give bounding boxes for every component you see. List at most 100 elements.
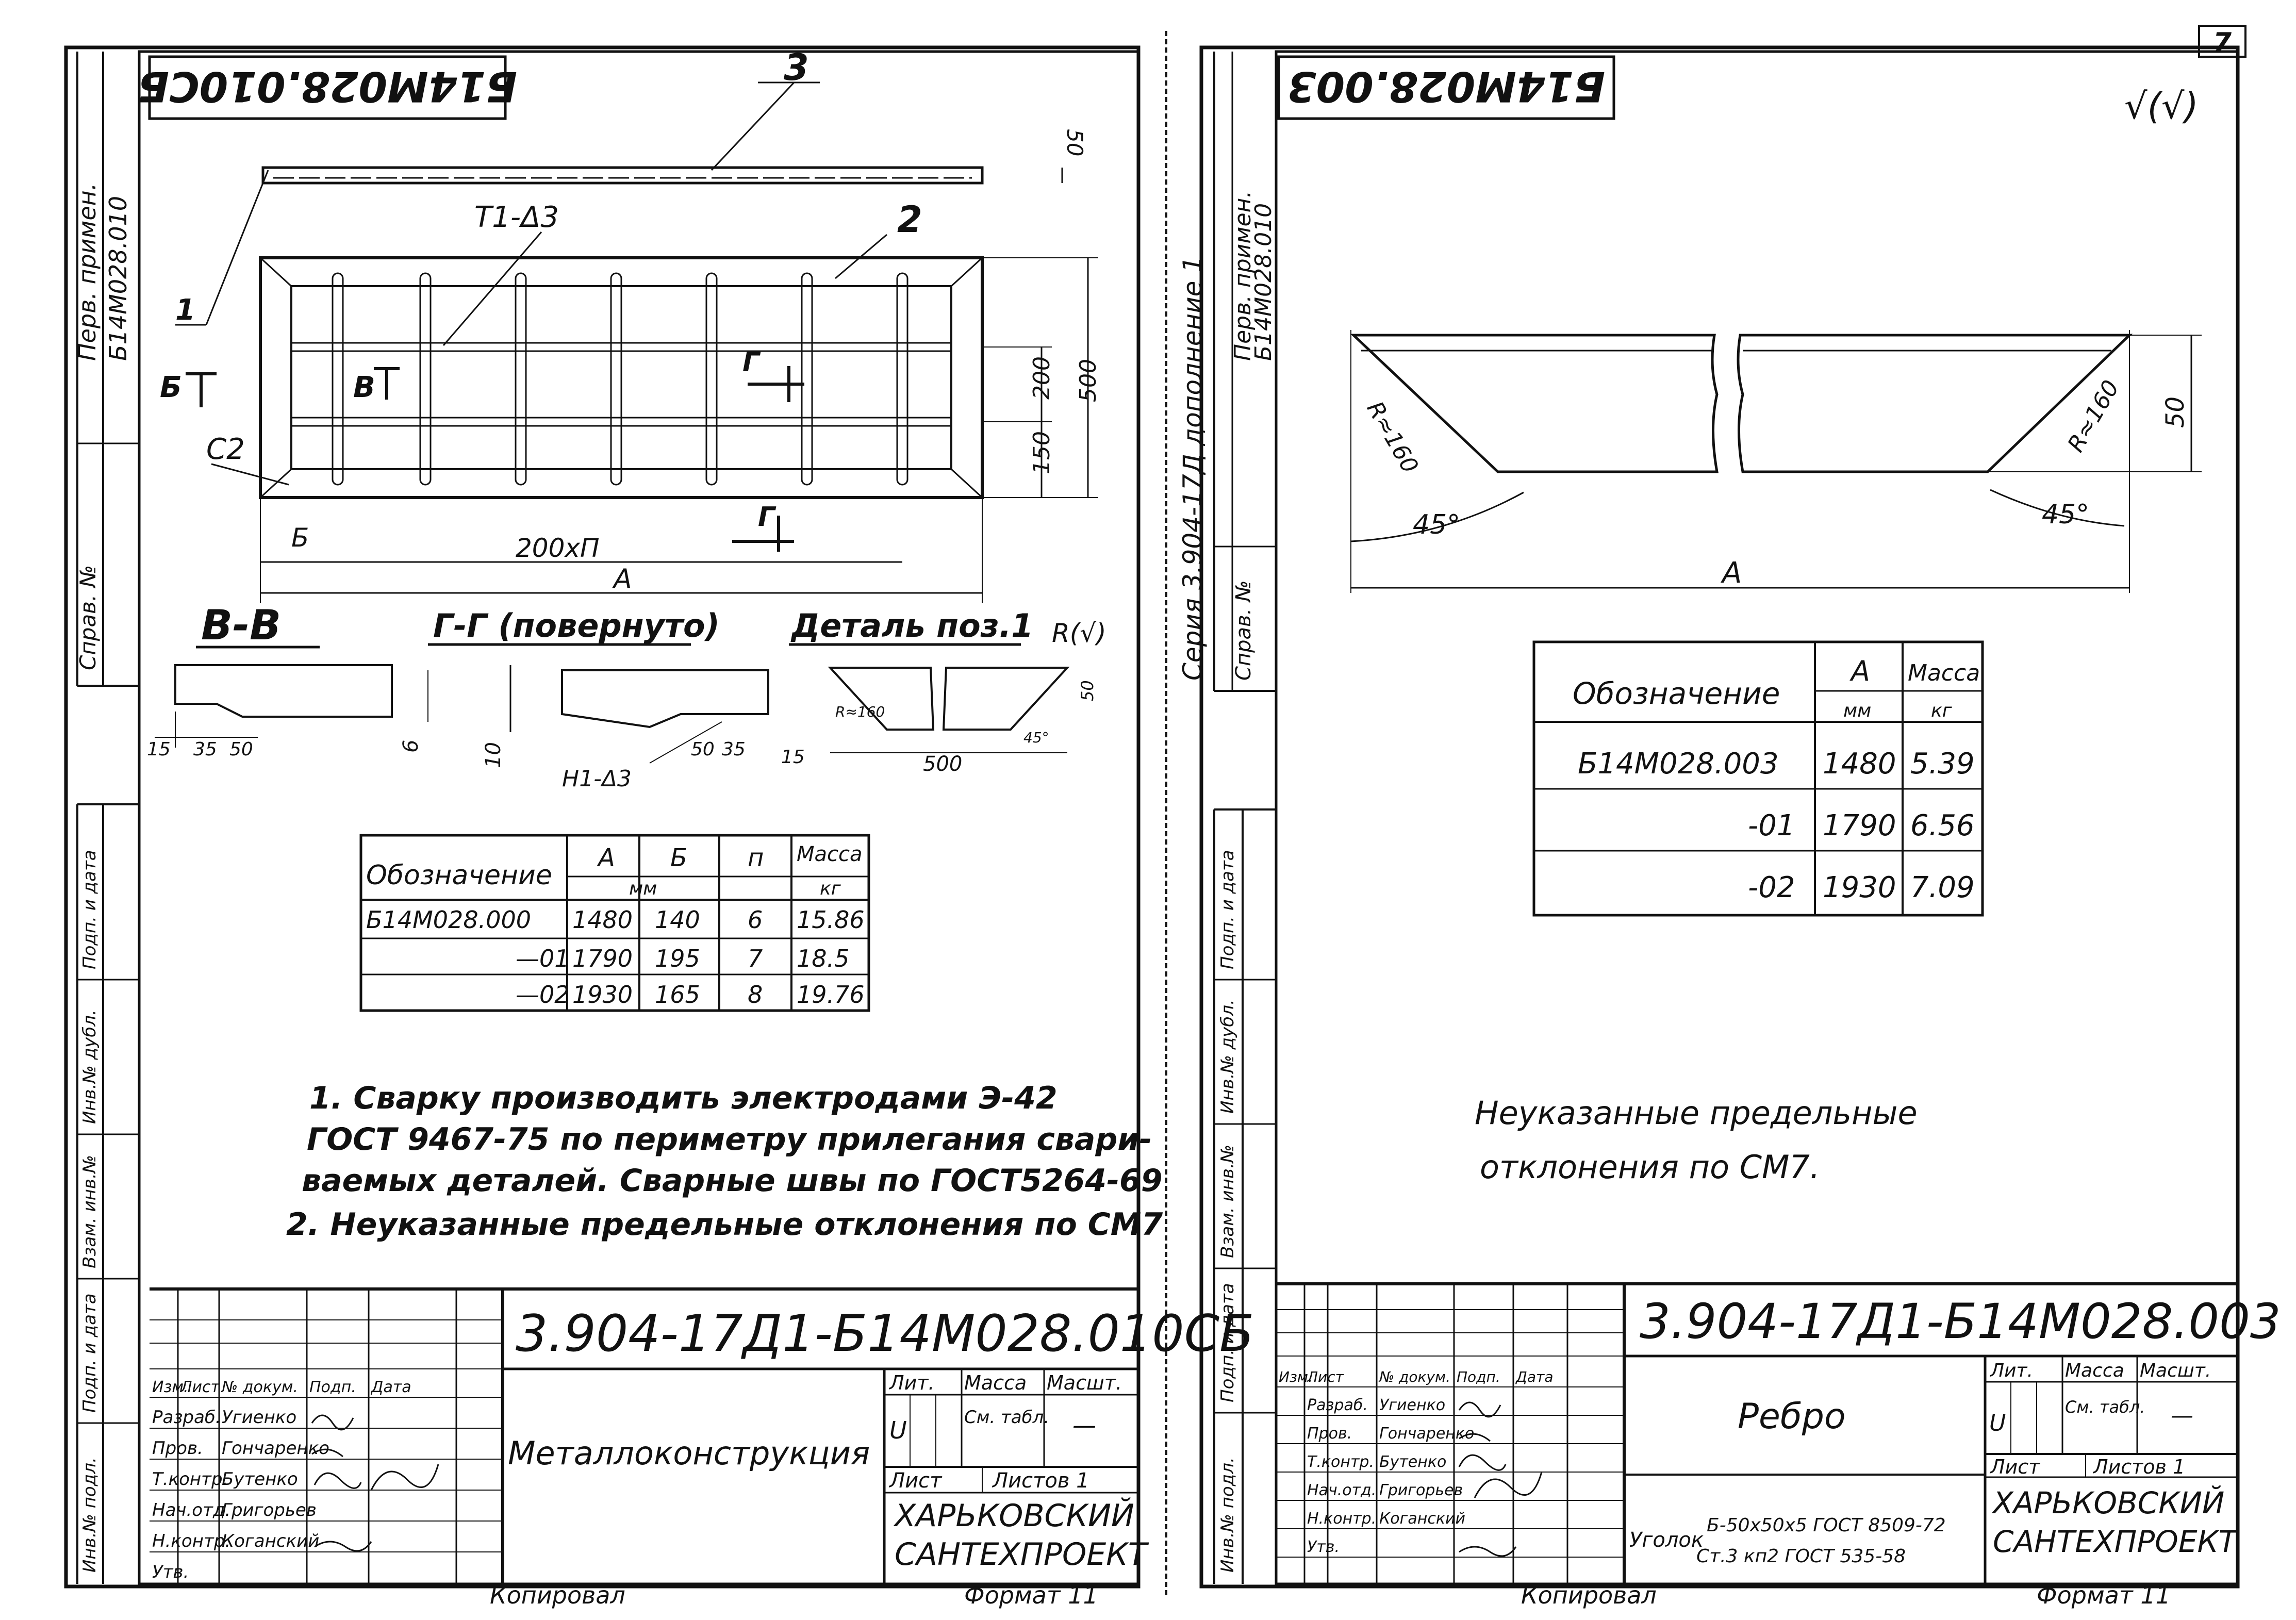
left-tb-role: Утв. [152, 1562, 189, 1582]
left-tb-person: Григорьев [222, 1500, 317, 1520]
rib-dim-50: 50 [2161, 396, 2190, 428]
left-sidebar-inv-orig: Инв.№ подл. [79, 1457, 100, 1573]
right-table-cell: 1790 [1823, 809, 1896, 842]
dim-200: 200 [1029, 356, 1055, 400]
left-table-cell: 1480 [572, 906, 633, 934]
left-note-line: 2. Неуказанные предельные отклонения по … [286, 1206, 1163, 1243]
right-table-cell: 5.39 [1910, 747, 1975, 781]
detail-dim-500: 500 [923, 752, 962, 776]
left-table-cell: 1930 [572, 981, 633, 1009]
right-format: Формат 11 [2037, 1581, 2171, 1609]
left-table-cell: 1790 [572, 945, 633, 972]
right-table-header-mass: Масса [1908, 660, 1980, 686]
left-table-cell: 165 [655, 981, 700, 1009]
right-tb-role: Н.контр. [1307, 1510, 1376, 1528]
right-note-line-1: Неуказанные предельные [1475, 1094, 1918, 1132]
left-table-header-a: А [597, 844, 615, 872]
left-copied: Копировал [490, 1581, 625, 1609]
right-series-label: Серия 3.904-17Д дополнение 1 [1178, 256, 1208, 681]
left-table-cell: —01 [516, 945, 570, 972]
left-sidebar-first-use: Перв. примен. [73, 183, 101, 361]
left-side-view: 3 50 [261, 46, 1087, 185]
left-tb-role: Т.контр. [152, 1469, 228, 1490]
right-tb-name: Ребро [1738, 1396, 1846, 1437]
right-table-cell: -02 [1748, 871, 1795, 904]
right-tb-col-header: Изм. [1279, 1368, 1313, 1385]
left-sidebar-first-use-code: Б14М028.010 [104, 196, 132, 361]
right-sidebar-first-use-code: Б14М028.010 [1250, 203, 1277, 361]
right-tb-role: Пров. [1307, 1425, 1352, 1443]
section-mark-v: В [353, 371, 375, 404]
right-signatures [1458, 1401, 1543, 1557]
right-sidebar-sign-date: Подп. и дата [1217, 1283, 1238, 1402]
left-sidebar-replace-inv: Взам. инв.№ [79, 1155, 100, 1268]
callout-3: 3 [784, 46, 809, 89]
right-sidebar-sign-date-2: Подп. и дата [1217, 850, 1238, 969]
rib-drawing: R≈160 R≈160 45° 45° 50 А [1350, 330, 2202, 593]
left-table-header-n: п [748, 844, 764, 872]
right-sidebar-replace-inv: Взам. инв.№ [1217, 1145, 1238, 1258]
gg-dim-10: 10 [482, 742, 505, 768]
rib-dim-r160-right: R≈160 [2062, 376, 2124, 457]
left-table-cell: 18.5 [797, 945, 849, 972]
right-tb-role: Разраб. [1307, 1396, 1368, 1414]
right-table-cell: Б14М028.003 [1578, 747, 1779, 781]
dim-50-top: 50 [1062, 129, 1087, 156]
right-sheet-inner-frame [1275, 50, 2239, 1585]
right-tb-material-2: Ст.3 кп2 ГОСТ 535-58 [1696, 1546, 1906, 1567]
right-sidebar-inv-orig: Инв.№ подл. [1217, 1457, 1238, 1573]
left-tb-col-header: № докум. [221, 1378, 298, 1396]
right-sidebar-ref: Справ. № [1232, 580, 1256, 681]
right-tb-person: Гончаренко [1379, 1425, 1474, 1443]
vv-dim-6: 6 [399, 740, 423, 753]
page-number: 7 [2213, 27, 2232, 58]
right-sidebar: Серия 3.904-17Д дополнение 1 Перв. приме… [1178, 52, 1277, 1584]
dim-500: 500 [1075, 359, 1101, 402]
right-roughness: √(√) [2124, 85, 2199, 127]
section-mark-b: Б [160, 371, 182, 404]
callout-2: 2 [897, 199, 922, 241]
left-tb-role: Н.контр. [152, 1531, 230, 1551]
right-tb-code: 3.904-17Д1-Б14М028.003 [1640, 1294, 2281, 1350]
view-gg-drawing: 10 Н1-Δ3 50 35 15 [482, 665, 805, 792]
left-table-unit-kg: кг [820, 878, 841, 899]
right-tb-material-1: Б-50х50х5 ГОСТ 8509-72 [1707, 1515, 1946, 1536]
right-table-unit-kg: кг [1931, 700, 1953, 721]
right-stamp-id: Б14М028.003 [1287, 62, 1605, 110]
dim-200xn: 200хП [516, 533, 600, 563]
left-tb-lit: Лит. [888, 1371, 935, 1394]
left-tb-sheets: Листов 1 [992, 1469, 1089, 1493]
right-tb-col-header: Подп. [1457, 1368, 1500, 1385]
weld-t1-label: Т1-Δ3 [474, 201, 559, 234]
right-sidebar-dup-inv: Инв.№ дубл. [1217, 999, 1238, 1114]
right-table-header-a: А [1849, 655, 1870, 687]
right-tb-sheets: Листов 1 [2092, 1456, 2185, 1478]
vv-dim-15: 15 [147, 739, 171, 760]
left-tb-col-header: Лист [180, 1378, 221, 1396]
dim-a-left: А [612, 564, 632, 594]
left-table-cell: 8 [748, 981, 763, 1009]
left-tb-mass-value: См. табл. [964, 1407, 1049, 1428]
left-tb-sheet: Лист [888, 1469, 943, 1493]
weld-c2-label: С2 [206, 433, 245, 466]
left-plan-view: 2 Т1-Δ3 С2 1 Б В Г Г [160, 170, 984, 552]
left-tb-code: 3.904-17Д1-Б14М028.010СБ [516, 1304, 1254, 1363]
right-title-block: Изм. Лист № докум. Подп. Дата Разраб. Уг… [1276, 1282, 2281, 1584]
left-signatures [311, 1414, 439, 1552]
right-tb-mass-value: См. табл. [2065, 1397, 2145, 1417]
right-tb-sheet: Лист [1989, 1456, 2041, 1478]
gg-weld-h1: Н1-Δ3 [562, 766, 632, 792]
right-tb-scale-value: — [2171, 1402, 2193, 1429]
right-tb-person: Григорьев [1379, 1481, 1463, 1499]
left-tb-person: Бутенко [222, 1469, 298, 1490]
left-table-cell: Б14М028.000 [366, 906, 531, 934]
right-tb-role: Утв. [1307, 1538, 1340, 1556]
detail-title: Деталь поз.1 [790, 607, 1033, 644]
left-tb-col-header: Изм. [152, 1378, 189, 1396]
left-plan-dimensions: 500 200 150 Б 200хП А [260, 257, 1101, 603]
left-note-line: ваемых деталей. Сварные швы по ГОСТ5264-… [302, 1163, 1163, 1199]
view-gg-title: Г-Г (повернуто) [433, 607, 720, 644]
left-notes: 1. Сварку производить электродами Э-42 Г… [286, 1080, 1163, 1243]
left-sidebar: Перв. примен. Б14М028.010 Справ. № Инв.№… [73, 52, 139, 1584]
left-table-cell: 15.86 [797, 906, 865, 934]
